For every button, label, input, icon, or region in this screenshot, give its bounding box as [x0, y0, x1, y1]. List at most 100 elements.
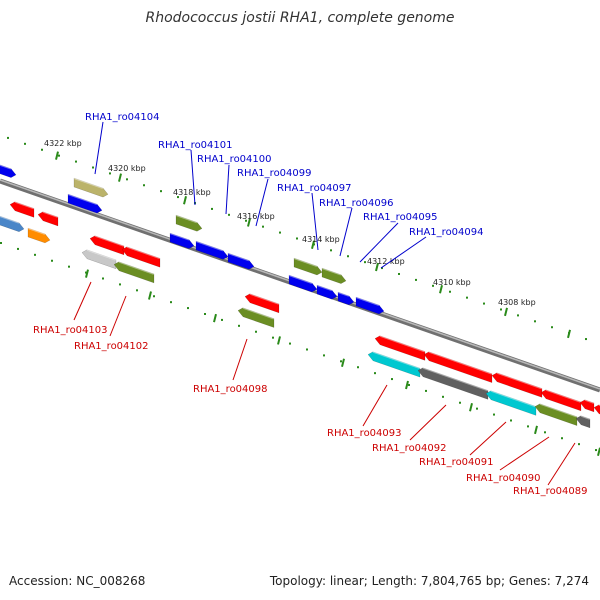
gene-arrow-reverse[interactable]: [540, 388, 582, 412]
kbp-tick-label: 4320 kbp: [108, 164, 146, 173]
tick-rail-dot: [143, 184, 145, 187]
reverse-gene-label[interactable]: RHA1_ro04098: [193, 384, 268, 395]
label-leader-line: [255, 178, 269, 227]
label-leader-line: [380, 236, 427, 269]
forward-gene-label[interactable]: RHA1_ro04097: [277, 183, 352, 194]
tick-rail-dot: [255, 330, 257, 333]
label-leader-line: [359, 222, 399, 263]
tick-rail-dot: [476, 407, 478, 410]
forward-gene-label[interactable]: RHA1_ro04099: [237, 168, 312, 179]
tick-rail-dot: [585, 338, 587, 341]
gene-arrow-reverse-ro04102[interactable]: [113, 260, 155, 284]
gene-arrow-forward[interactable]: [27, 227, 51, 244]
tick-rail-dot: [177, 196, 179, 199]
tick-rail-dot: [527, 425, 529, 428]
gene-arrow-reverse-ro04093[interactable]: [367, 350, 421, 378]
kbp-tick-label: 4314 kbp: [302, 235, 340, 244]
tick-rail-dot: [58, 154, 60, 157]
tick-rail-dot: [136, 289, 138, 292]
gene-arrow-forward-ro04100[interactable]: [195, 240, 229, 260]
tick-rail-dot: [187, 307, 189, 310]
kbp-tick-label: 4322 kbp: [44, 139, 82, 148]
gene-arrow-reverse-ro04089[interactable]: [575, 414, 591, 429]
major-tick-upper: [247, 218, 251, 227]
gene-arrow-reverse[interactable]: [37, 210, 59, 227]
gene-arrow-forward-ro04099[interactable]: [227, 252, 255, 270]
forward-gene-label[interactable]: RHA1_ro04101: [158, 140, 233, 151]
gene-arrow-reverse[interactable]: [423, 350, 493, 384]
major-tick-lower: [213, 313, 217, 323]
gene-arrow-reverse[interactable]: [9, 200, 35, 218]
gene-arrow-reverse[interactable]: [491, 371, 543, 398]
gene-arrow-reverse-ro04103[interactable]: [81, 248, 117, 270]
gene-arrow-forward[interactable]: [0, 214, 25, 232]
gene-arrow-forward[interactable]: [67, 193, 103, 214]
gene-arrow-reverse[interactable]: [579, 398, 595, 413]
gene-arrow-forward[interactable]: [337, 291, 355, 306]
gene-arrow-forward-ro04097[interactable]: [293, 257, 323, 276]
gene-arrow-reverse-ro04091[interactable]: [485, 389, 537, 416]
gene-arrow-reverse-ro04092[interactable]: [417, 366, 489, 400]
tick-rail-dot: [391, 378, 393, 381]
tick-rail-dot: [578, 443, 580, 446]
forward-gene-label[interactable]: RHA1_ro04095: [363, 212, 438, 223]
tick-rail-dot: [51, 259, 53, 262]
major-tick-lower: [85, 269, 89, 278]
tick-rail-dot: [279, 231, 281, 234]
tick-rail-dot: [0, 242, 2, 244]
label-leader-line: [311, 192, 319, 251]
gene-arrow-forward-ro04101[interactable]: [175, 214, 203, 232]
tick-rail-dot: [551, 326, 553, 329]
major-tick-upper: [439, 285, 443, 294]
reverse-gene-label[interactable]: RHA1_ro04093: [327, 428, 402, 439]
gene-arrow-reverse[interactable]: [244, 292, 280, 314]
kbp-tick-label: 4316 kbp: [237, 212, 275, 221]
gene-arrow-reverse-ro04090[interactable]: [534, 402, 578, 426]
reverse-gene-label[interactable]: RHA1_ro04103: [33, 325, 108, 336]
forward-gene-label[interactable]: RHA1_ro04100: [197, 154, 272, 165]
kbp-tick-label: 4318 kbp: [173, 188, 211, 197]
gene-arrow-forward[interactable]: [288, 274, 318, 293]
tick-rail-dot: [204, 312, 206, 315]
major-tick-upper: [567, 329, 571, 339]
gene-arrow-forward-ro04094[interactable]: [355, 296, 385, 315]
tick-rail-dot: [92, 166, 94, 169]
label-leader-line: [499, 436, 550, 471]
major-tick-upper: [118, 173, 122, 182]
major-tick-lower: [148, 291, 152, 300]
tick-rail-dot: [408, 383, 410, 386]
tick-rail-dot: [357, 366, 359, 369]
forward-gene-label[interactable]: RHA1_ro04104: [85, 112, 160, 123]
gene-arrow-forward-ro04104[interactable]: [73, 177, 109, 198]
forward-gene-label[interactable]: RHA1_ro04096: [319, 198, 394, 209]
gene-arrow-reverse[interactable]: [121, 245, 161, 268]
tick-rail-dot: [85, 271, 87, 274]
gene-arrow-reverse-ro04098[interactable]: [237, 306, 275, 328]
label-leader-line: [547, 442, 576, 486]
gene-arrow-forward-ro04096[interactable]: [321, 267, 347, 284]
reverse-gene-label[interactable]: RHA1_ro04090: [466, 473, 541, 484]
reverse-gene-label[interactable]: RHA1_ro04102: [74, 341, 149, 352]
kbp-tick-label: 4310 kbp: [433, 278, 471, 287]
tick-rail-dot: [330, 249, 332, 252]
gene-arrow-forward[interactable]: [0, 162, 17, 178]
major-tick-upper: [311, 240, 315, 249]
tick-rail-dot: [425, 389, 427, 392]
tick-rail-dot: [262, 225, 264, 228]
tick-rail-dot: [102, 277, 104, 280]
reverse-gene-label[interactable]: RHA1_ro04089: [513, 486, 588, 497]
tick-rail-dot: [432, 284, 434, 287]
gene-arrow-reverse[interactable]: [374, 334, 426, 361]
gene-arrow-reverse[interactable]: [89, 234, 125, 256]
gene-arrow-reverse[interactable]: [593, 403, 600, 416]
gene-arrow-forward-ro04095[interactable]: [316, 284, 338, 300]
reverse-gene-label[interactable]: RHA1_ro04091: [419, 457, 494, 468]
gene-arrow-forward[interactable]: [169, 232, 195, 249]
tick-rail-dot: [296, 237, 298, 240]
tick-rail-dot: [119, 283, 121, 286]
tick-rail-dot: [211, 207, 213, 210]
tick-rail-dot: [442, 395, 444, 398]
reverse-gene-label[interactable]: RHA1_ro04092: [372, 443, 447, 454]
tick-rail-dot: [449, 290, 451, 293]
forward-gene-label[interactable]: RHA1_ro04094: [409, 227, 484, 238]
